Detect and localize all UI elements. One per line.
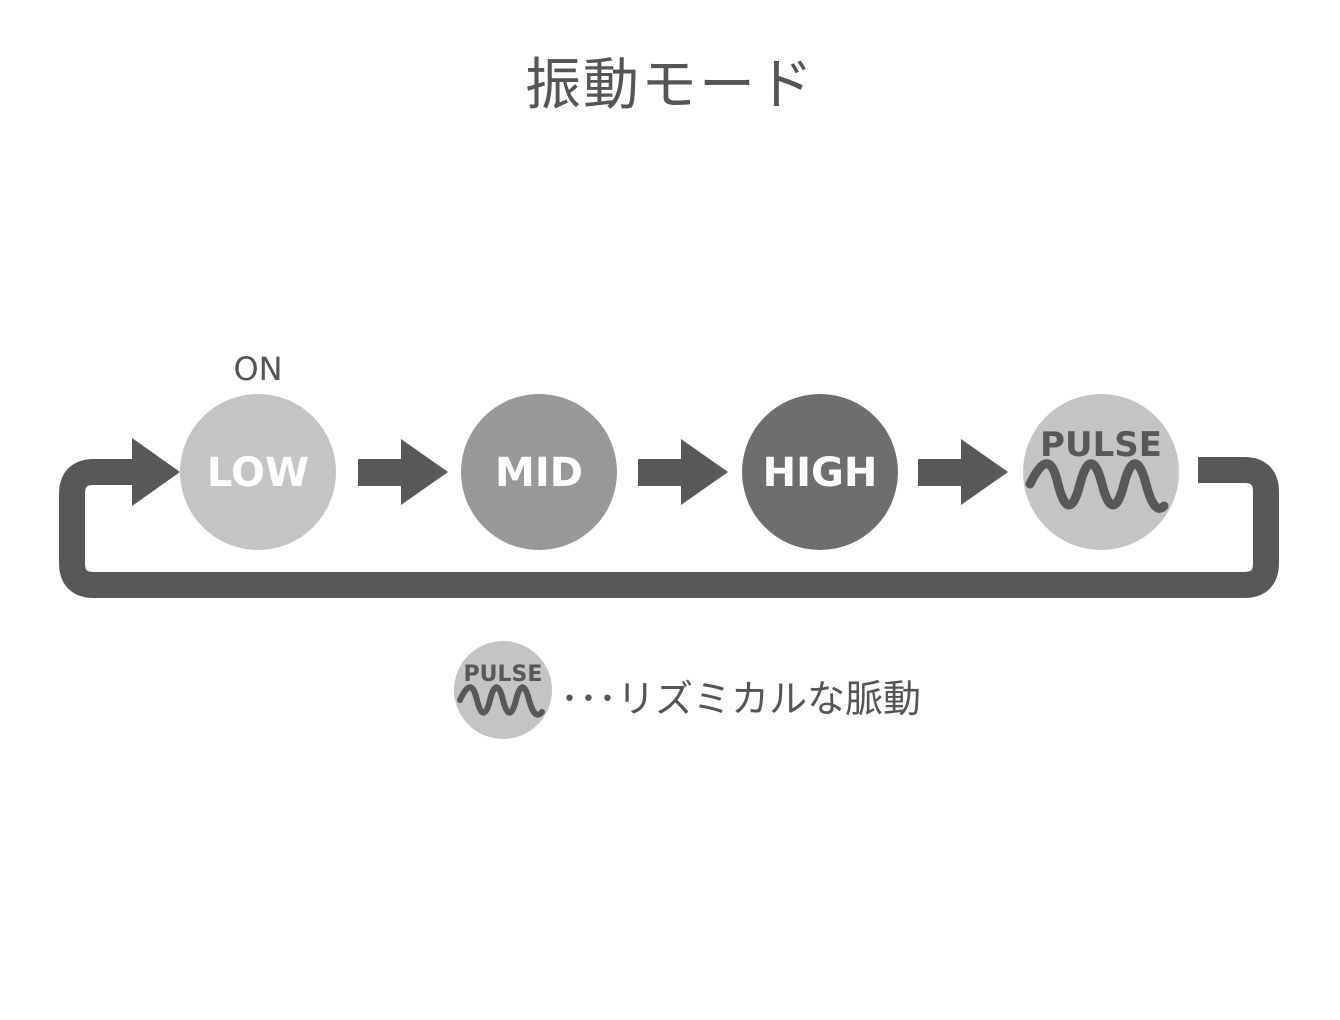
on-label: ON [233, 350, 283, 388]
pulse-wave-icon [1025, 459, 1169, 513]
mode-high-label: HIGH [763, 450, 878, 496]
legend-wave-icon [457, 684, 545, 718]
mode-mid-circle [461, 394, 617, 550]
mode-low-circle [180, 394, 336, 550]
mode-pulse-label: PULSE [1040, 425, 1162, 465]
mode-mid-label: MID [495, 450, 583, 496]
mode-low: LOW [180, 394, 336, 550]
arrow-mid-to-high [638, 439, 728, 505]
arrow-high-to-pulse [918, 439, 1008, 505]
mode-mid: MID [461, 394, 617, 550]
arrow-low-to-mid [358, 439, 448, 505]
mode-high: HIGH [742, 394, 898, 550]
legend-description: ･･･リズミカルな脈動 [560, 677, 922, 721]
loop-arrow-head [132, 438, 180, 506]
page-title: 振動モード [525, 53, 815, 118]
legend-pulse-icon: PULSE [454, 641, 552, 739]
legend-pulse-label: PULSE [464, 662, 543, 687]
legend-pulse-circle [454, 641, 552, 739]
mode-pulse: PULSE [1023, 394, 1179, 550]
mode-low-label: LOW [207, 450, 309, 496]
return-loop-line [59, 457, 1279, 598]
mode-high-circle [742, 394, 898, 550]
